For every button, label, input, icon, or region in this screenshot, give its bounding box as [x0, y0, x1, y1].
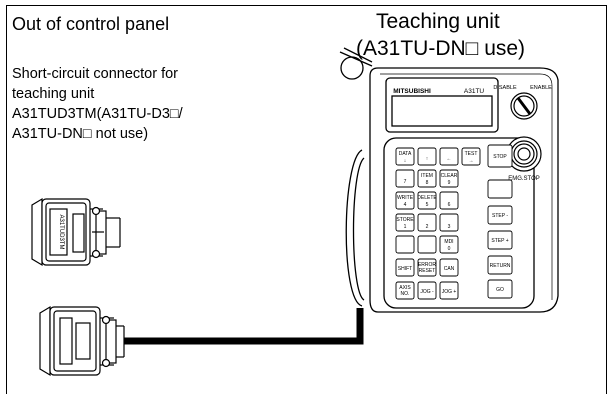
key-error-reset[interactable]: [417, 258, 437, 277]
arrow-up-icon: ↑: [426, 156, 429, 162]
connector-description-line-2: teaching unit: [12, 86, 95, 102]
key-blank-2[interactable]: [417, 235, 437, 254]
brand-label: MITSUBISHI: [393, 88, 431, 95]
key-return-label: RETURN: [490, 263, 511, 269]
teaching-unit-cable: [124, 308, 364, 345]
connector-description-line-1: Short-circuit connector for: [12, 66, 179, 82]
connector-stamp: A31TUD3TM: [58, 214, 64, 249]
key-go[interactable]: [487, 279, 513, 299]
strap-hook: [339, 47, 373, 80]
key-6-label: 6: [448, 202, 451, 208]
key-3-label: 3: [448, 224, 451, 230]
key-0-label: 0: [448, 246, 451, 252]
key-step-plus-label: STEP +: [491, 238, 508, 244]
key-item[interactable]: [417, 169, 437, 188]
key-jog-minus[interactable]: [417, 281, 437, 300]
key-up[interactable]: [417, 147, 437, 166]
key-stop[interactable]: [487, 144, 513, 168]
key-store[interactable]: [395, 213, 415, 232]
key-7[interactable]: [395, 169, 415, 188]
key-mdi[interactable]: [439, 235, 459, 254]
key-clear[interactable]: [439, 169, 459, 188]
key-step-minus-label: STEP -: [492, 213, 508, 219]
key-4-label: 4: [404, 202, 407, 208]
key-store-label: STORE: [396, 217, 414, 223]
key-8-label: 8: [426, 180, 429, 186]
key-7-label: 7: [404, 179, 407, 185]
keypad: [395, 144, 513, 300]
model-label: A31TU: [464, 88, 485, 95]
key-5-label: 5: [426, 202, 429, 208]
key-return[interactable]: [487, 255, 513, 275]
arrow-left-icon: ←: [447, 156, 452, 162]
key-left[interactable]: [439, 147, 459, 166]
key-shift[interactable]: [395, 258, 415, 277]
key-step-plus[interactable]: [487, 230, 513, 250]
key-clear-label: CLEAR: [441, 173, 458, 179]
key-1-label: 1: [404, 224, 407, 230]
emergency-stop-label: EMG.STOP: [508, 176, 540, 182]
connector-description-line-3: A31TUD3TM(A31TU-D3□/: [12, 106, 183, 122]
key-error-label: ERROR: [418, 262, 436, 268]
enable-switch[interactable]: [510, 92, 538, 120]
key-6[interactable]: [439, 191, 459, 210]
key-delete[interactable]: [417, 191, 437, 210]
key-test[interactable]: [461, 147, 481, 166]
arrow-down-icon: ↓: [404, 158, 407, 164]
key-blank-1[interactable]: [395, 235, 415, 254]
key-delete-label: DELETE: [417, 195, 437, 201]
key-jog-minus-label: JOG -: [420, 289, 434, 295]
key-jog-plus-label: JOG +: [442, 289, 457, 295]
diagram-frame: [6, 5, 607, 394]
key-can[interactable]: [439, 258, 459, 277]
key-2[interactable]: [417, 213, 437, 232]
key-stop-label: STOP: [493, 154, 507, 160]
key-side-1[interactable]: [487, 179, 513, 199]
switch-disable-label: DISABLE: [493, 85, 517, 91]
key-jog-plus[interactable]: [439, 281, 459, 300]
cable-connector: [39, 305, 125, 377]
teaching-unit-title: Teaching unit: [376, 10, 500, 33]
key-2-label: 2: [426, 224, 429, 230]
key-axis-label: AXIS: [399, 285, 411, 291]
key-item-label: ITEM: [421, 173, 433, 179]
teaching-unit-model: (A31TU-DN□ use): [356, 37, 526, 60]
key-go-label: GO: [496, 287, 504, 293]
key-data-label: DATA: [399, 151, 412, 157]
key-axis-no[interactable]: [395, 281, 415, 300]
arrow-right-icon: →: [469, 158, 474, 164]
key-mdi-label: MDI: [444, 239, 453, 245]
key-reset-label: RESET: [419, 268, 436, 274]
key-test-label: TEST: [465, 151, 478, 157]
key-write-label: WRITE: [397, 195, 414, 201]
key-no-label: NO.: [401, 291, 410, 297]
connector-description-line-4: A31TU-DN□ not use): [12, 126, 149, 142]
key-3[interactable]: [439, 213, 459, 232]
key-9-label: 9: [448, 180, 451, 186]
panel-title: Out of control panel: [12, 14, 170, 34]
key-shift-label: SHIFT: [398, 266, 412, 272]
key-write[interactable]: [395, 191, 415, 210]
key-data[interactable]: [395, 147, 415, 166]
switch-enable-label: ENABLE: [530, 85, 552, 91]
key-can-label: CAN: [444, 266, 455, 272]
key-step-minus[interactable]: [487, 205, 513, 225]
short-circuit-connector: [31, 197, 121, 267]
